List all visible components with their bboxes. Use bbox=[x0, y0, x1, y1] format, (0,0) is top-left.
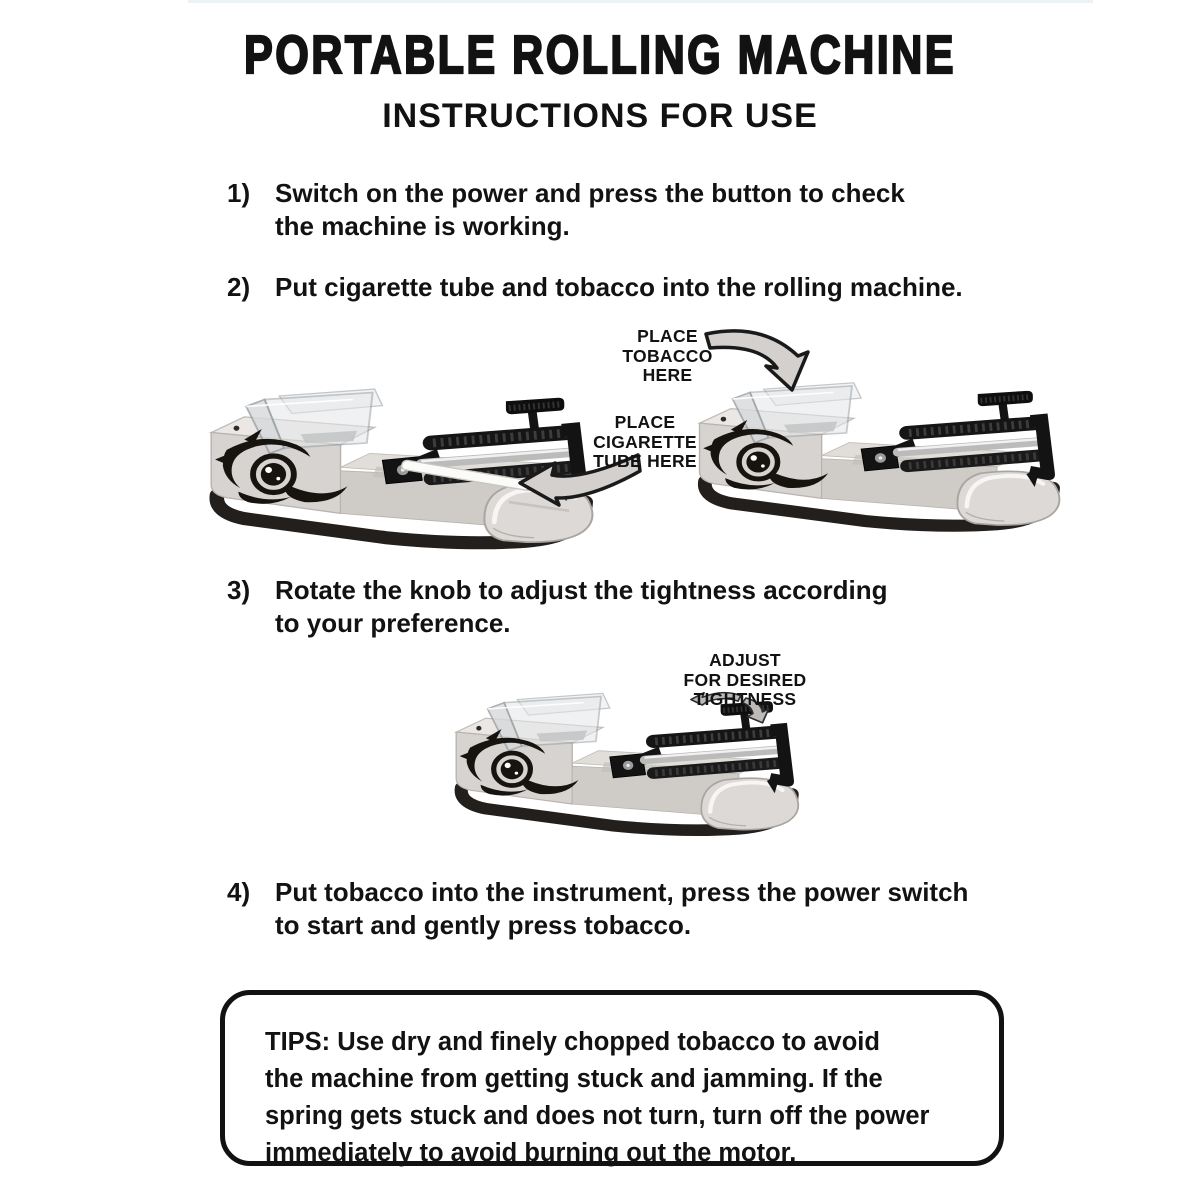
step-text: Put cigarette tube and tobacco into the … bbox=[275, 272, 963, 302]
tips-box: TIPS: Use dry and finely chopped tobacco… bbox=[220, 990, 1004, 1167]
instruction-step-2: 2) Put cigarette tube and tobacco into t… bbox=[227, 271, 963, 304]
step-text: Rotate the knob to adjust the tightness … bbox=[275, 575, 888, 638]
instruction-step-4: 4) Put tobacco into the instrument, pres… bbox=[227, 876, 968, 942]
page-subtitle: INSTRUCTIONS FOR USE bbox=[382, 97, 818, 135]
instruction-step-1: 1) Switch on the power and press the but… bbox=[227, 177, 905, 243]
step-number: 3) bbox=[227, 575, 251, 605]
page-title: PORTABLE ROLLING MACHINE bbox=[243, 24, 956, 86]
callout-place-tobacco: PLACE TOBACCO HERE bbox=[622, 326, 713, 385]
step-number: 1) bbox=[227, 178, 251, 208]
tips-text: TIPS: Use dry and finely chopped tobacco… bbox=[265, 1028, 930, 1167]
step-text: Put tobacco into the instrument, press t… bbox=[275, 877, 969, 940]
step-number: 2) bbox=[227, 272, 251, 302]
step-text: Switch on the power and press the button… bbox=[275, 178, 905, 241]
callout-place-cigarette: PLACE CIGARETTE TUBE HERE bbox=[593, 412, 697, 471]
curved-arrow-tobacco-icon bbox=[704, 329, 810, 392]
callout-adjust-tightness: ADJUST FOR DESIRED TIGHTNESS bbox=[683, 650, 807, 709]
step-number: 4) bbox=[227, 877, 251, 907]
top-edge-line bbox=[188, 0, 1093, 3]
curved-arrow-cigarette-icon bbox=[518, 453, 642, 507]
instruction-step-3: 3) Rotate the knob to adjust the tightne… bbox=[227, 574, 888, 640]
